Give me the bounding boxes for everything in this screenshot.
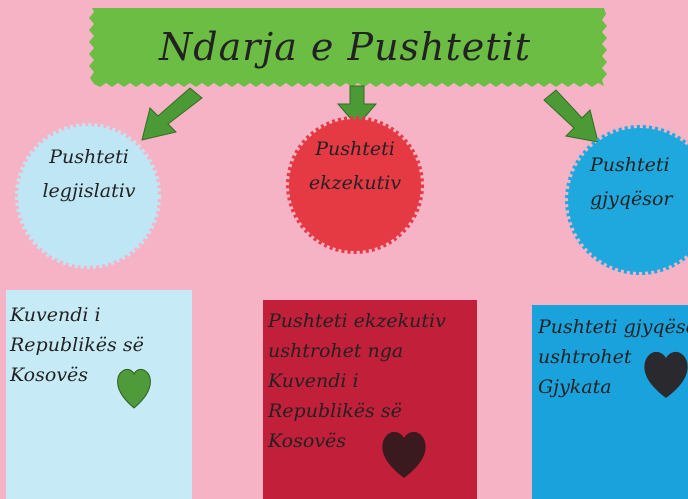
title-banner [89,8,607,87]
poster-title: Ndarja e Pushtetit [159,25,531,69]
circle-label-executive: Pushteti ekzekutiv [308,138,402,194]
arrow-left [141,87,203,141]
circle-legislative [15,123,161,269]
note-text-legislative: Kuvendi i Republikës së Kosovës [10,304,144,386]
heart-icon [644,351,688,398]
note-legislative [6,290,192,499]
note-judicial [532,305,688,499]
circle-executive [286,116,424,254]
arrow-right [543,89,599,143]
heart-icon [117,368,151,409]
heart-icon [382,431,426,478]
arrow-center [336,85,378,127]
circle-label-judicial: Pushteti gjyqësor [590,154,673,210]
circle-label-legislative: Pushteti legjislativ [42,146,136,202]
note-text-executive: Pushteti ekzekutiv ushtrohet nga Kuvendi… [268,310,446,452]
note-executive [263,300,477,499]
note-text-judicial: Pushteti gjyqësor ushtrohet Gjykata [538,316,688,398]
circle-judicial [565,125,688,275]
